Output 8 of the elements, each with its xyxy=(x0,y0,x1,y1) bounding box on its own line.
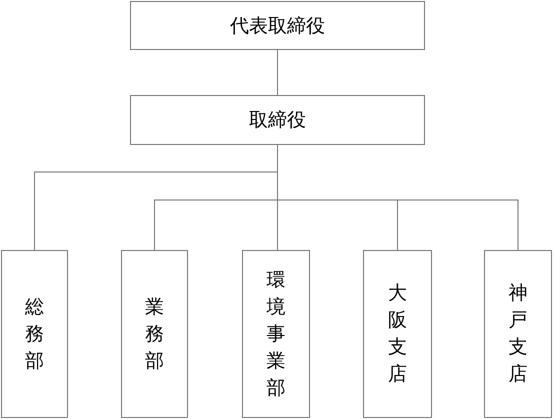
position-box: 代表取締役 xyxy=(130,1,425,50)
connector-line xyxy=(277,50,278,96)
department-box: 総務部 xyxy=(1,250,68,418)
department-box: 業務部 xyxy=(121,250,188,418)
department-box: 環境事業部 xyxy=(242,250,310,418)
department-box: 大阪支店 xyxy=(363,250,432,418)
department-box: 神戸支店 xyxy=(484,250,552,418)
position-box: 取締役 xyxy=(130,95,425,145)
